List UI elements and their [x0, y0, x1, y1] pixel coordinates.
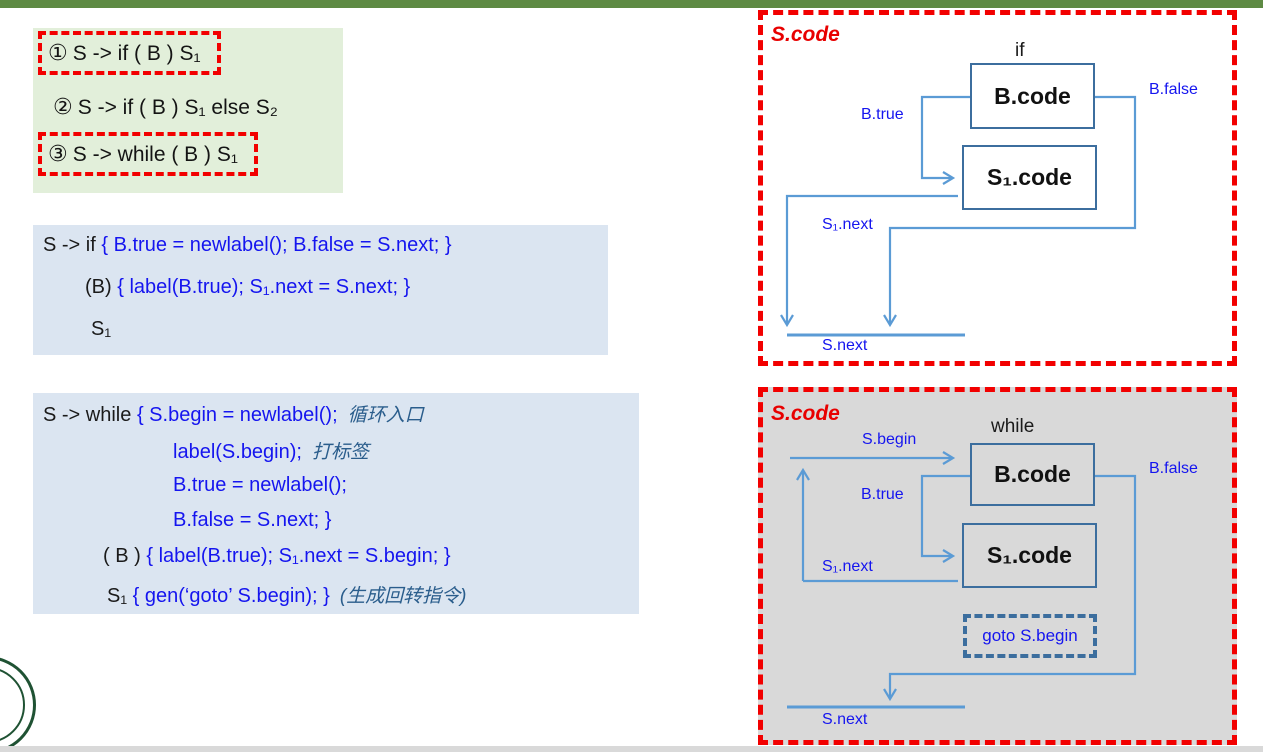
- semantic-action: { label(B.true); S₁.next = S.begin; }: [146, 545, 451, 567]
- rule-number-2: ②: [53, 94, 73, 119]
- s1-code-box: S₁.code: [962, 145, 1097, 210]
- if-connector-lines: [780, 95, 1137, 337]
- rule-text-1: S -> if ( B ) S₁: [72, 42, 201, 65]
- s-begin-label: S.begin: [862, 431, 917, 448]
- semantic-action: { B.true = newlabel(); B.false = S.next;…: [101, 234, 452, 256]
- diagram-title: if: [1015, 40, 1025, 61]
- scheme-line: (B) { label(B.true); S₁.next = S.next; }: [85, 276, 410, 299]
- semantic-action: { gen(‘goto’ S.begin); }: [132, 585, 330, 607]
- handwritten-note: (生成回转指令): [339, 586, 467, 607]
- semantic-action: B.true = newlabel();: [173, 474, 347, 496]
- rule-number-3: ③: [48, 141, 68, 166]
- b-code-box: B.code: [970, 63, 1095, 129]
- b-true-label: B.true: [861, 486, 904, 503]
- semantic-action: B.false = S.next; }: [173, 509, 332, 531]
- semantic-action: { S.begin = newlabel();: [136, 404, 338, 426]
- while-code-layout-diagram: S.code while S.begin B.code S₁.code goto…: [758, 387, 1237, 745]
- handwritten-note: 循环入口: [347, 405, 424, 426]
- b-code-box: B.code: [970, 443, 1095, 506]
- s1-exit-connector: [780, 194, 958, 328]
- grammar-head: S -> while: [43, 404, 137, 426]
- b-false-connector: [883, 474, 1137, 702]
- bottom-bar: [0, 746, 1263, 752]
- goto-s-begin-box: goto S.begin: [963, 614, 1097, 658]
- region-label: S.code: [771, 402, 840, 425]
- s1-code-box: S₁.code: [962, 523, 1097, 588]
- s1-next-label: S₁.next: [822, 558, 873, 575]
- rule-text-2: S -> if ( B ) S₁ else S₂: [77, 96, 278, 119]
- grammar-head: S₁: [107, 585, 133, 607]
- b-true-connector: [920, 95, 970, 185]
- if-code-layout-diagram: S.code if B.code S₁.code B.true B.false …: [758, 10, 1237, 366]
- university-seal-logo: [0, 656, 36, 752]
- scheme-line: S -> if { B.true = newlabel(); B.false =…: [43, 234, 452, 257]
- s-next-label: S.next: [822, 337, 868, 354]
- scheme-line: S₁: [91, 318, 111, 341]
- scheme-line: B.false = S.next; }: [173, 509, 331, 532]
- b-false-connector: [883, 95, 1137, 328]
- grammar-head: ( B ): [103, 545, 147, 567]
- b-false-label: B.false: [1149, 81, 1198, 98]
- while-connector-lines: [787, 451, 1137, 709]
- grammar-head: (B): [85, 276, 118, 298]
- scheme-line: S₁ { gen(‘goto’ S.begin); } (生成回转指令): [107, 581, 467, 608]
- scheme-line: B.true = newlabel();: [173, 474, 347, 497]
- diagram-title: while: [991, 416, 1035, 437]
- rule-number-1: ①: [48, 40, 68, 65]
- semantic-action: { label(B.true); S₁.next = S.next; }: [117, 276, 411, 298]
- semantic-action: label(S.begin);: [173, 441, 302, 463]
- b-true-connector: [920, 474, 970, 563]
- s1-next-label: S₁.next: [822, 216, 873, 233]
- grammar-head: S -> if: [43, 234, 102, 256]
- while-translation-scheme: S -> while { S.begin = newlabel(); 循环入口 l…: [33, 393, 639, 614]
- top-accent-bar: [0, 0, 1263, 8]
- s-next-label: S.next: [822, 711, 868, 728]
- b-true-label: B.true: [861, 106, 904, 123]
- grammar-head: S₁: [91, 318, 112, 340]
- if-translation-scheme: S -> if { B.true = newlabel(); B.false =…: [33, 225, 608, 355]
- handwritten-note: 打标签: [311, 442, 369, 463]
- scheme-line: label(S.begin); 打标签: [173, 437, 369, 464]
- region-label: S.code: [771, 23, 840, 46]
- scheme-line: S -> while { S.begin = newlabel(); 循环入口: [43, 400, 424, 427]
- scheme-line: ( B ) { label(B.true); S₁.next = S.begin…: [103, 545, 451, 568]
- rule-text-3: S -> while ( B ) S₁: [72, 143, 238, 166]
- b-false-label: B.false: [1149, 460, 1198, 477]
